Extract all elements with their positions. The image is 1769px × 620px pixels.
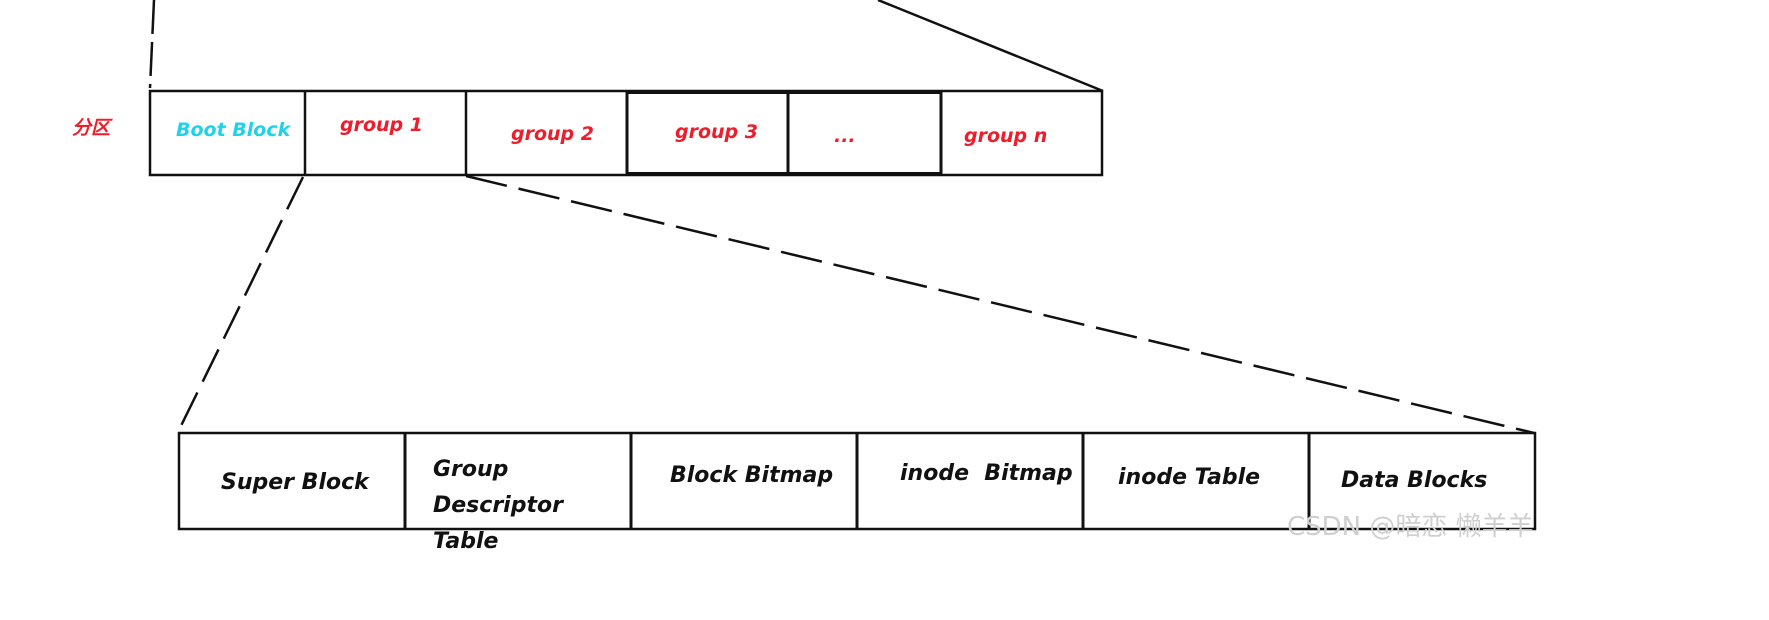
group-n-label: group n — [964, 125, 1048, 147]
boot-block-label: Boot Block — [176, 119, 291, 141]
group-3-label: group 3 — [675, 121, 758, 143]
zoom-line-group-left — [176, 176, 305, 433]
super-block-label: Super Block — [221, 470, 369, 495]
inode-table-label: inode Table — [1118, 465, 1261, 490]
watermark: CSDN @暗恋 懒羊羊 — [1287, 512, 1534, 542]
group-descriptor-table-label: Group Descriptor Table — [433, 457, 563, 554]
ellipsis-label: ... — [834, 125, 856, 147]
zoom-line-top-right — [877, 0, 1104, 93]
data-blocks-label: Data Blocks — [1341, 468, 1488, 493]
block-bitmap-label: Block Bitmap — [670, 463, 834, 488]
zoom-line-group-right — [465, 174, 1535, 435]
zoom-line-top-left — [148, 0, 156, 89]
group-2-label: group 2 — [511, 123, 594, 145]
partition-label: 分区 — [72, 117, 111, 139]
inode-bitmap-label: inode Bitmap — [900, 461, 1073, 486]
group-1-label: group 1 — [340, 114, 423, 136]
